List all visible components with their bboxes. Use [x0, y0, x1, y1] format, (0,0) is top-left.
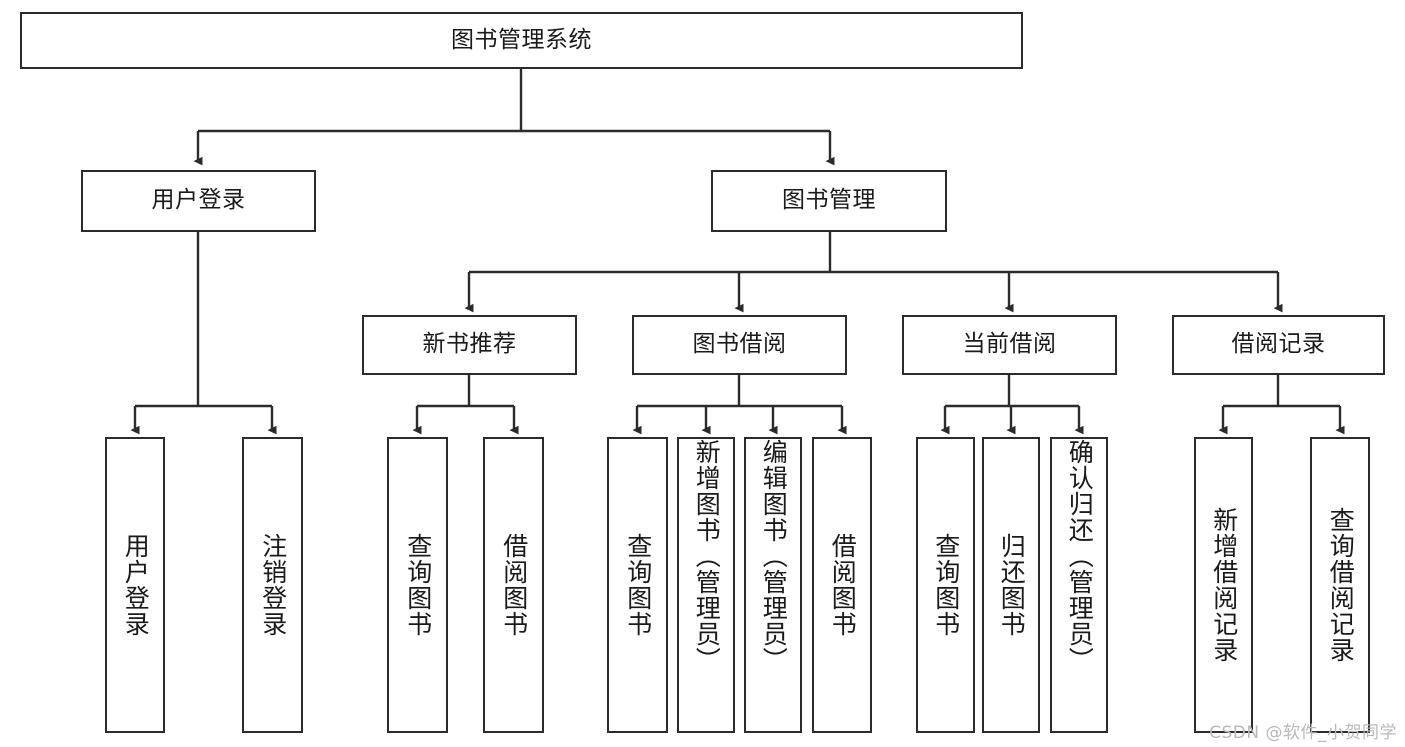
node-label: 查询图书 — [623, 533, 653, 637]
node-label: 新增图书（管理员） — [692, 439, 722, 673]
node-label: 用户登录 — [151, 187, 246, 214]
node-leaf-query-book-1[interactable]: 查询图书 — [387, 437, 448, 733]
node-leaf-borrow-book-1[interactable]: 借阅图书 — [483, 437, 544, 733]
node-label: 注销登录 — [258, 533, 288, 637]
node-leaf-query-record[interactable]: 查询借阅记录 — [1310, 437, 1370, 733]
node-leaf-borrow-book-2[interactable]: 借阅图书 — [812, 437, 872, 733]
node-leaf-confirm-return[interactable]: 确认归还（管理员） — [1050, 437, 1108, 733]
node-book-borrow[interactable]: 图书借阅 — [632, 315, 847, 375]
node-label: 当前借阅 — [962, 331, 1057, 358]
node-new-book-recommend[interactable]: 新书推荐 — [362, 315, 577, 375]
node-leaf-user-login[interactable]: 用户登录 — [105, 437, 165, 733]
csdn-watermark: CSDN @软件_小贺同学 — [1209, 723, 1397, 743]
node-leaf-logout-login[interactable]: 注销登录 — [242, 437, 303, 733]
node-leaf-edit-book[interactable]: 编辑图书（管理员） — [744, 437, 802, 733]
node-label: 图书管理 — [782, 187, 876, 214]
node-root-system[interactable]: 图书管理系统 — [20, 12, 1023, 69]
node-borrow-record[interactable]: 借阅记录 — [1172, 315, 1385, 375]
node-book-manage[interactable]: 图书管理 — [711, 170, 947, 232]
node-leaf-query-book-2[interactable]: 查询图书 — [607, 437, 668, 733]
node-label: 图书借阅 — [692, 331, 787, 358]
node-label: 新增借阅记录 — [1209, 507, 1239, 663]
node-label: 编辑图书（管理员） — [759, 439, 789, 673]
node-user-login[interactable]: 用户登录 — [81, 170, 316, 232]
node-label: 借阅图书 — [828, 533, 858, 637]
node-label: 确认归还（管理员） — [1065, 439, 1095, 673]
node-label: 查询图书 — [403, 533, 433, 637]
node-label: 查询图书 — [931, 533, 961, 637]
node-label: 借阅记录 — [1231, 331, 1326, 358]
node-leaf-return-book[interactable]: 归还图书 — [982, 437, 1040, 733]
node-label: 借阅图书 — [499, 533, 529, 637]
node-label: 新书推荐 — [422, 331, 517, 358]
node-label: 查询借阅记录 — [1326, 507, 1356, 663]
node-leaf-add-book[interactable]: 新增图书（管理员） — [677, 437, 735, 733]
node-leaf-add-record[interactable]: 新增借阅记录 — [1194, 437, 1253, 733]
node-current-borrow[interactable]: 当前借阅 — [902, 315, 1117, 375]
node-label: 归还图书 — [997, 533, 1027, 637]
node-label: 图书管理系统 — [451, 26, 592, 53]
node-leaf-query-book-3[interactable]: 查询图书 — [916, 437, 975, 733]
node-label: 用户登录 — [121, 533, 151, 637]
